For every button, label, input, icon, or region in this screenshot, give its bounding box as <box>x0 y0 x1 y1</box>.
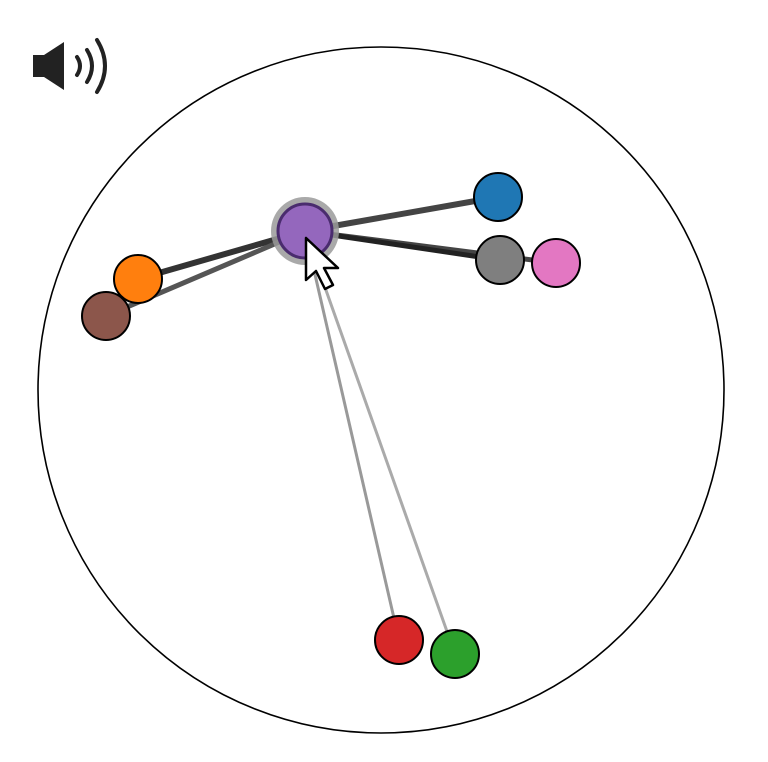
link-purple-red <box>303 229 401 642</box>
node-pink[interactable] <box>531 238 581 288</box>
nodes-layer <box>81 172 581 679</box>
node-brown[interactable] <box>81 291 131 341</box>
speaker-volume-icon <box>33 38 107 94</box>
node-red[interactable] <box>374 615 424 665</box>
mouse-pointer-icon <box>304 236 340 291</box>
link-purple-green <box>303 229 457 656</box>
node-blue[interactable] <box>473 172 523 222</box>
node-gray[interactable] <box>475 235 525 285</box>
sound-toggle-button[interactable] <box>33 38 107 94</box>
arena-boundary <box>37 46 725 734</box>
node-green[interactable] <box>430 629 480 679</box>
node-orange[interactable] <box>113 254 163 304</box>
